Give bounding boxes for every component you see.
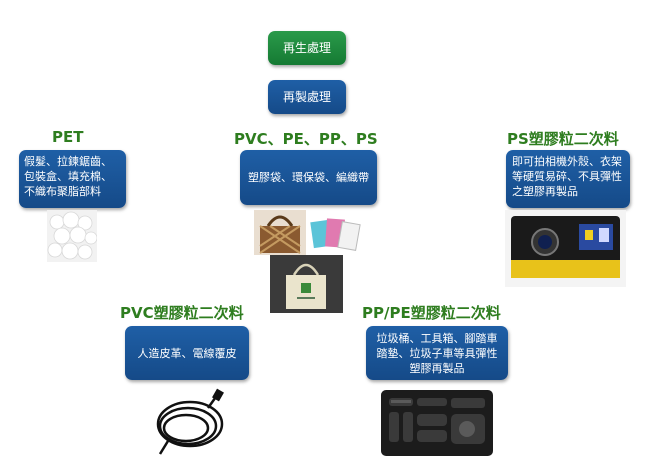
- pvc-desc-box: 人造皮革、電線覆皮: [125, 326, 249, 380]
- pvc-desc: 人造皮革、電線覆皮: [137, 346, 237, 360]
- pet-desc-box: 假髮、拉鍊鋸齒、包裝盒、填充棉、不織布聚脂部料: [19, 150, 126, 208]
- ps-desc-box: 即可拍相機外殼、衣架等硬質易碎、不具彈性之塑膠再製品: [506, 150, 630, 208]
- plastic-bags-image: [306, 213, 362, 253]
- disposable-camera-image: [505, 210, 626, 287]
- ps-title: PS塑膠粒二次料: [507, 130, 619, 148]
- mixed-plastics-title: PVC、PE、PP、PS: [234, 130, 378, 148]
- process-remanufacture-box: 再製處理: [268, 80, 346, 114]
- electric-cable-image: [148, 386, 228, 458]
- pet-title: PET: [52, 128, 84, 146]
- pet-desc: 假髮、拉鍊鋸齒、包裝盒、填充棉、不織布聚脂部料: [24, 155, 112, 198]
- process-remanufacture-label: 再製處理: [282, 89, 331, 104]
- polyester-fiber-image: [47, 210, 97, 262]
- mixed-desc: 塑膠袋、環保袋、編織帶: [248, 171, 369, 184]
- mixed-desc-box: 塑膠袋、環保袋、編織帶: [240, 150, 377, 205]
- process-regeneration-box: 再生處理: [268, 31, 346, 65]
- pp-pe-title: PP/PE塑膠粒二次料: [362, 304, 501, 322]
- pp-pe-desc-box: 垃圾桶、工具箱、腳踏車踏墊、垃圾子車等具彈性塑膠再製品: [366, 326, 508, 380]
- pp-pe-desc: 垃圾桶、工具箱、腳踏車踏墊、垃圾子車等具彈性塑膠再製品: [376, 331, 498, 375]
- tool-case-image: [377, 386, 497, 460]
- process-regeneration-label: 再生處理: [282, 40, 331, 55]
- pvc-title: PVC塑膠粒二次料: [120, 304, 244, 322]
- ps-desc: 即可拍相機外殼、衣架等硬質易碎、不具彈性之塑膠再製品: [512, 155, 622, 198]
- woven-bag-image: [254, 210, 306, 255]
- eco-tote-bag-image: [270, 255, 343, 313]
